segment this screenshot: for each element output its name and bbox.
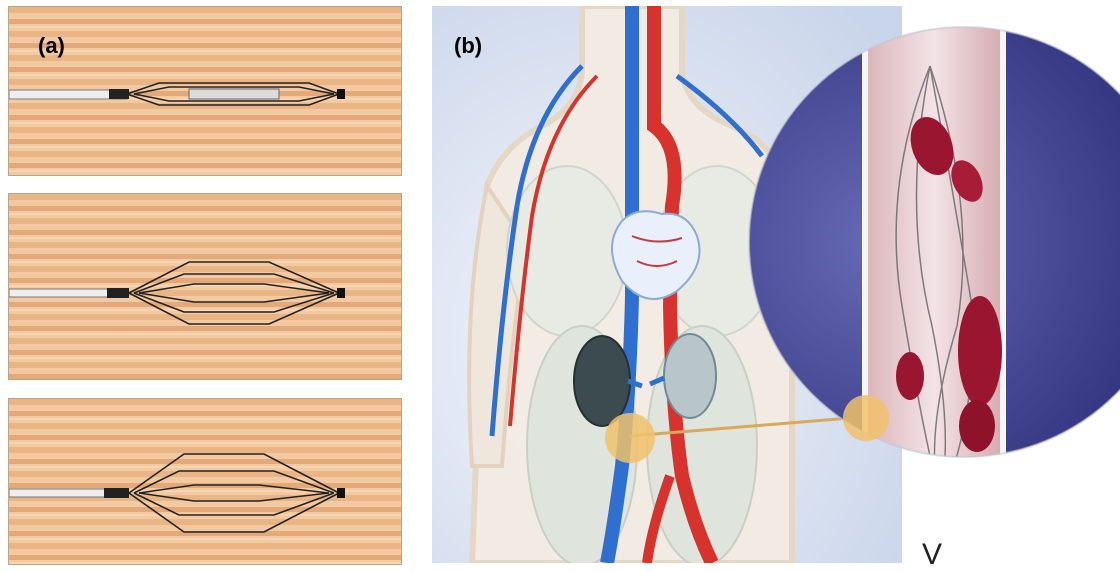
blood-clot: [896, 352, 924, 400]
blood-clot: [958, 296, 1002, 406]
filter-stage-full-frame: [8, 398, 402, 565]
anatomy-illustration: [432, 6, 1120, 563]
magnified-location-marker: [843, 395, 889, 441]
panel-a-label: (a): [38, 33, 65, 59]
panel-b-label: (b): [454, 33, 482, 59]
left-kidney: [574, 336, 630, 426]
filter-stage-partial: [9, 194, 401, 379]
filter-stage-collapsed-frame: [8, 6, 402, 176]
filter-stage-partial-frame: [8, 193, 402, 380]
filter-stage-collapsed: [9, 7, 401, 175]
blood-clot: [959, 400, 995, 452]
filter-location-marker: [605, 413, 655, 463]
corner-text: V: [922, 538, 942, 572]
filter-stage-full: [9, 399, 401, 564]
right-kidney: [664, 334, 716, 418]
